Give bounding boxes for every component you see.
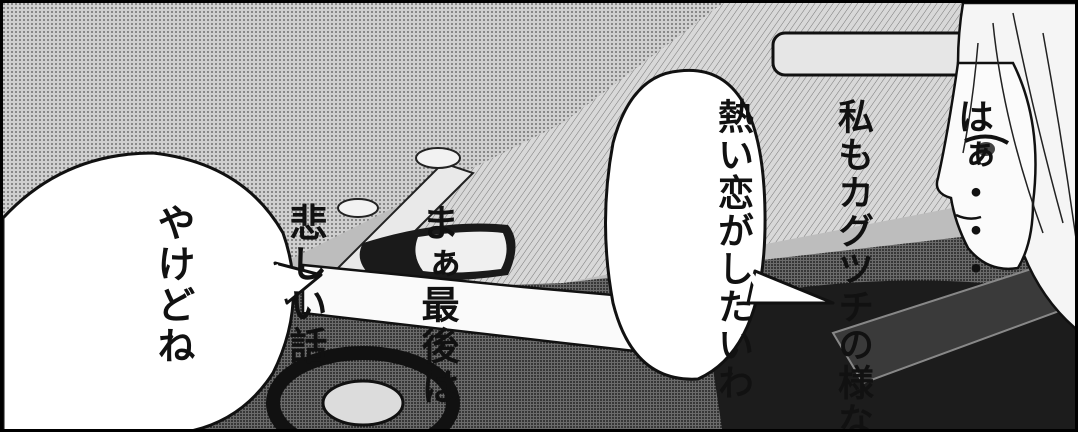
- driver-mouth: [955, 213, 982, 220]
- dialogue-left: まぁ最後は 悲しい話 やけどね: [63, 203, 547, 408]
- dialogue-line: はぁ・・・: [952, 98, 993, 288]
- dialogue-line: 私もカグツチの様な: [832, 98, 873, 432]
- balloon-tail-mask: [272, 264, 288, 300]
- dialogue-line: やけどね: [151, 203, 195, 367]
- dialogue-right: はぁ・・・ 私もカグツチの様な 熱い恋がしたいわ: [632, 98, 1072, 432]
- hair-strands: [962, 12, 1075, 237]
- dialogue-line: 悲しい話: [283, 203, 327, 367]
- speech-balloon-right: [604, 68, 767, 381]
- steering-wheel: [266, 346, 460, 429]
- speech-balloon-tail: [746, 269, 835, 305]
- dialogue-line: まぁ最後は: [415, 203, 459, 408]
- car-interior-scene: [3, 3, 1075, 429]
- dialogue-line: 熱い恋がしたいわ: [712, 98, 753, 402]
- visor-clip: [337, 198, 379, 218]
- driver-iris: [977, 142, 995, 156]
- speech-balloon-left: [3, 151, 295, 429]
- side-mirror-glass: [415, 231, 507, 273]
- seat-belt: [831, 253, 1075, 385]
- driver-eye: [964, 134, 1010, 145]
- balloon-tail-mask: [748, 273, 766, 297]
- steering-hub: [321, 379, 405, 427]
- visor-clip: [415, 147, 461, 169]
